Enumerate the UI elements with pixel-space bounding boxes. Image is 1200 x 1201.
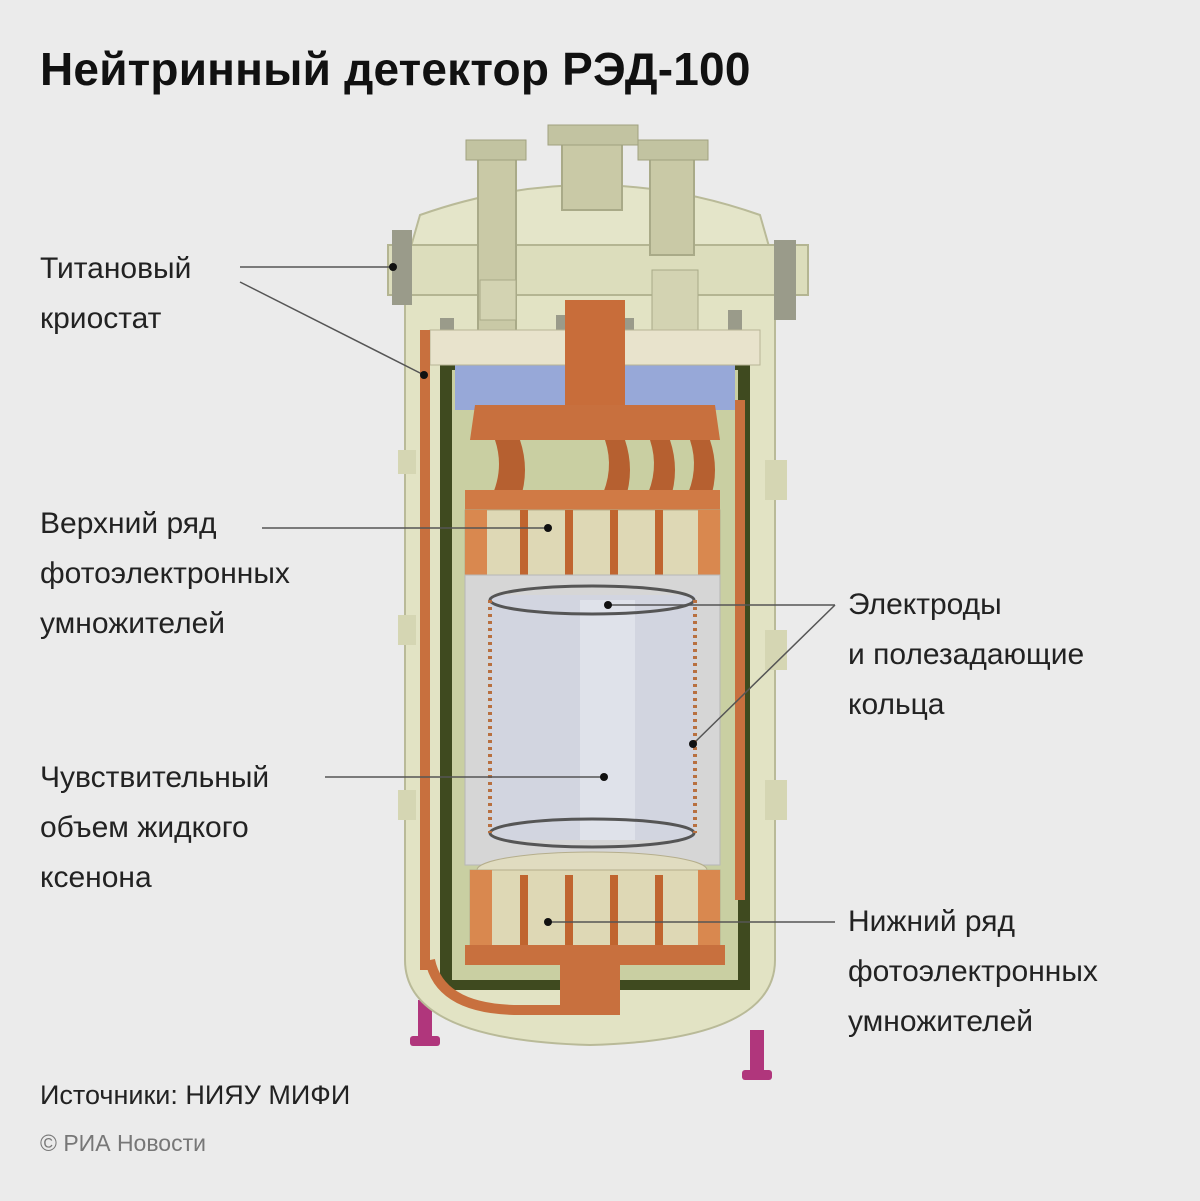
leader-dots bbox=[389, 263, 697, 926]
label-electrodes-line: кольца bbox=[848, 688, 945, 721]
copper-structure bbox=[420, 300, 745, 1015]
label-cryostat-line: криостат bbox=[40, 302, 162, 335]
page-title: Нейтринный детектор РЭД-100 bbox=[40, 43, 751, 95]
label-upper-pmt-line: Верхний ряд bbox=[40, 507, 217, 540]
drift-chamber bbox=[464, 574, 721, 866]
leader-lines bbox=[239, 266, 836, 923]
label-lower-pmt-line: Нижний ряд bbox=[848, 905, 1016, 938]
label-lower-pmt: Нижний ряд фотоэлектронных умножителей bbox=[848, 897, 1098, 1047]
label-upper-pmt-line: фотоэлектронных bbox=[40, 557, 290, 590]
label-upper-pmt: Верхний ряд фотоэлектронных умножителей bbox=[40, 499, 290, 649]
lower-pmt-array bbox=[465, 851, 725, 965]
label-cryostat: Титановый криостат bbox=[40, 244, 191, 344]
label-xenon-volume: Чувствительный объем жидкого ксенона bbox=[40, 753, 269, 903]
source-credit: Источники: НИЯУ МИФИ bbox=[40, 1080, 351, 1110]
label-xenon-line: Чувствительный bbox=[40, 761, 270, 794]
top-ports bbox=[465, 124, 709, 346]
copyright: © РИА Новости bbox=[40, 1130, 206, 1156]
label-electrodes: Электроды и полезадающие кольца bbox=[848, 580, 1084, 730]
label-lower-pmt-line: фотоэлектронных bbox=[848, 955, 1098, 988]
support-legs bbox=[410, 1000, 772, 1080]
label-electrodes-line: Электроды bbox=[848, 588, 1002, 621]
label-lower-pmt-line: умножителей bbox=[848, 1005, 1034, 1038]
label-xenon-line: ксенона bbox=[40, 861, 152, 894]
label-xenon-line: объем жидкого bbox=[40, 811, 249, 844]
label-cryostat-line: Титановый bbox=[40, 252, 192, 285]
label-upper-pmt-line: умножителей bbox=[40, 607, 226, 640]
label-electrodes-line: и полезадающие bbox=[848, 638, 1085, 671]
